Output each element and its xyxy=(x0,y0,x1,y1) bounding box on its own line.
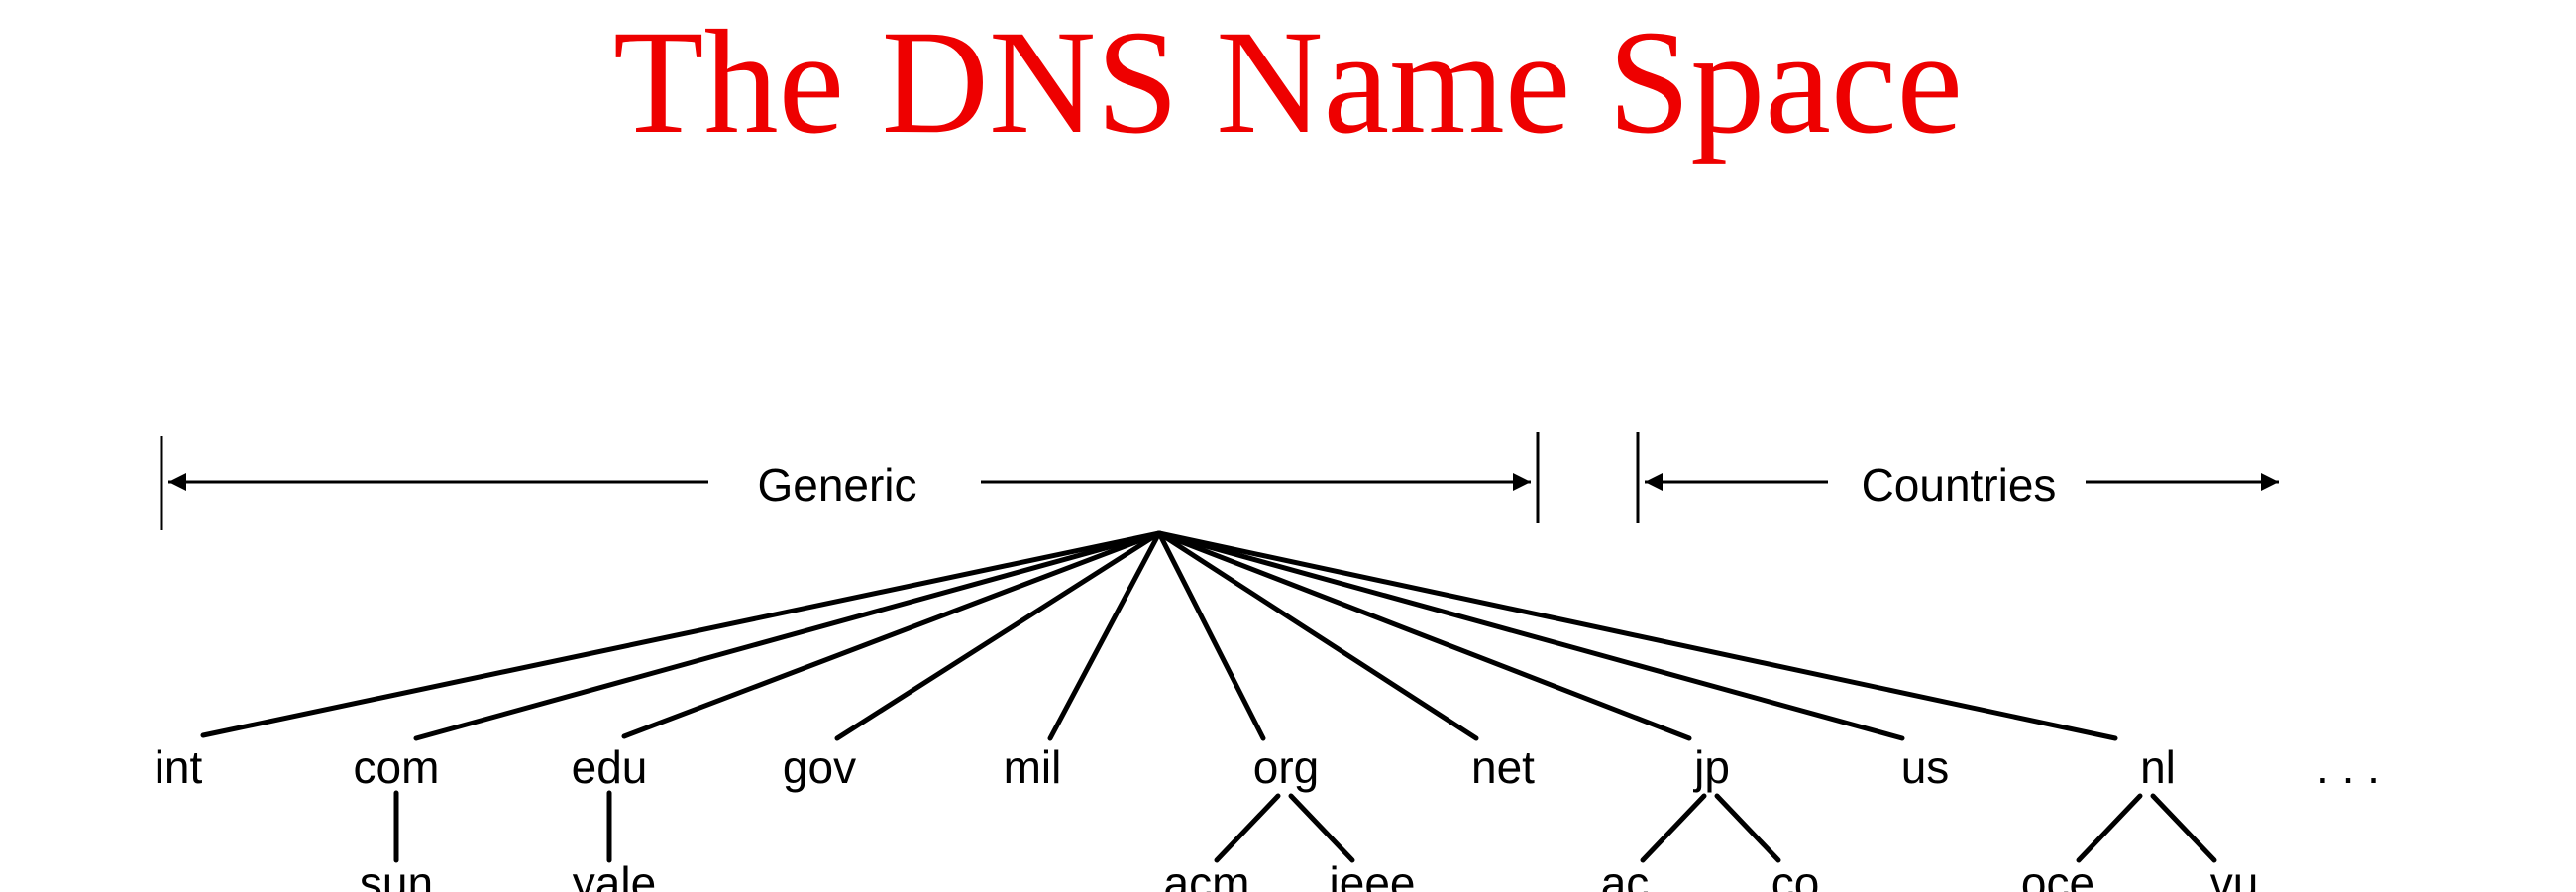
edge-root-mil xyxy=(1047,530,1162,741)
edge-root-int xyxy=(200,530,1162,738)
tld-org: org xyxy=(1253,741,1319,793)
edge-root-gov xyxy=(834,530,1162,741)
edge-root-nl xyxy=(1156,530,2118,741)
countries-label: Countries xyxy=(1862,459,2057,510)
edge-root-org xyxy=(1156,530,1266,741)
edge-root-edu xyxy=(621,530,1162,739)
page-title: The DNS Name Space xyxy=(612,0,1964,165)
sld-ac: ac xyxy=(1601,857,1650,892)
tld-gov: gov xyxy=(783,741,856,793)
sld-co: co xyxy=(1771,857,1820,892)
edge-nl-vu xyxy=(2150,793,2217,863)
edge-jp-ac xyxy=(1640,793,1707,863)
sld-yale: yale xyxy=(573,857,656,892)
sld-acm: acm xyxy=(1164,857,1250,892)
edge-root-us xyxy=(1156,530,1905,741)
tld-us: us xyxy=(1901,741,1950,793)
edge-root-jp xyxy=(1156,530,1692,741)
generic-label: Generic xyxy=(757,459,916,510)
edge-nl-oce xyxy=(2076,793,2143,863)
tld-mil: mil xyxy=(1004,741,1062,793)
tld-edu: edu xyxy=(572,741,648,793)
edge-root-com xyxy=(413,530,1162,741)
tld-int: int xyxy=(155,741,203,793)
edge-root-net xyxy=(1156,530,1479,741)
sld-sun: sun xyxy=(360,857,433,892)
sld-ieee: ieee xyxy=(1330,857,1416,892)
tld-more-ellipsis: . . . xyxy=(2316,741,2380,793)
tld-com: com xyxy=(354,741,440,793)
tld-nl: nl xyxy=(2140,741,2176,793)
tld-net: net xyxy=(1471,741,1535,793)
sld-oce: oce xyxy=(2021,857,2094,892)
sld-vu: vu xyxy=(2210,857,2259,892)
edge-org-acm xyxy=(1214,793,1281,863)
edge-org-ieee xyxy=(1288,793,1355,863)
tld-jp: jp xyxy=(1692,741,1730,793)
edge-jp-co xyxy=(1714,793,1781,863)
